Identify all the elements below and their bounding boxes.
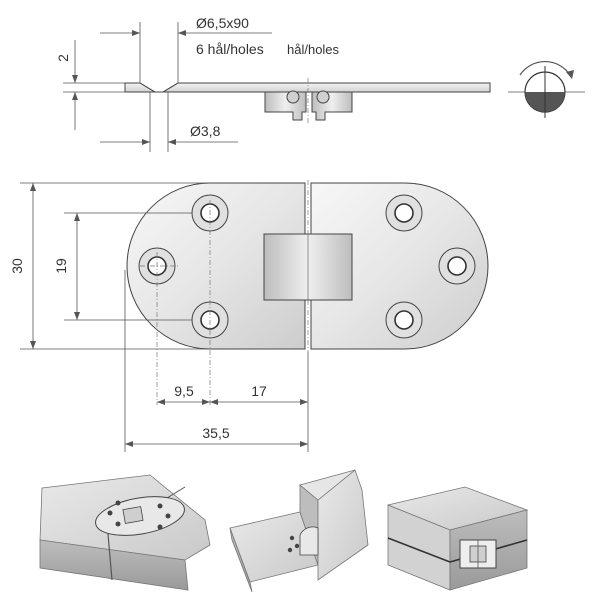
hole-right-middle [438,247,476,285]
usage-illustration-angle [229,469,369,593]
holes-note-b: hål/holes [287,42,340,57]
height-label: 30 [9,258,25,274]
rotation-symbol-icon [508,61,585,118]
hole-right-bottom [385,301,423,339]
leaf-width-label: 35,5 [202,425,229,441]
offset-b-label: 17 [251,383,267,399]
top-view: 30 19 9,5 17 35,5 [9,180,489,452]
countersink-label: Ø6,5x90 [196,15,249,31]
hole-spacing-label: 19 [53,258,69,274]
thickness-label: 2 [55,54,71,62]
usage-illustration-flat [39,474,211,591]
offset-a-label: 9,5 [174,383,194,399]
holes-note-a: 6 hål/holes [196,41,264,57]
side-view: 2 Ø6,5x90 6 hål/holes hål/holes Ø3,8 [55,15,491,152]
usage-illustration-box [386,486,529,591]
hole-diameter-label: Ø3,8 [190,123,221,139]
hole-right-top [385,194,423,232]
